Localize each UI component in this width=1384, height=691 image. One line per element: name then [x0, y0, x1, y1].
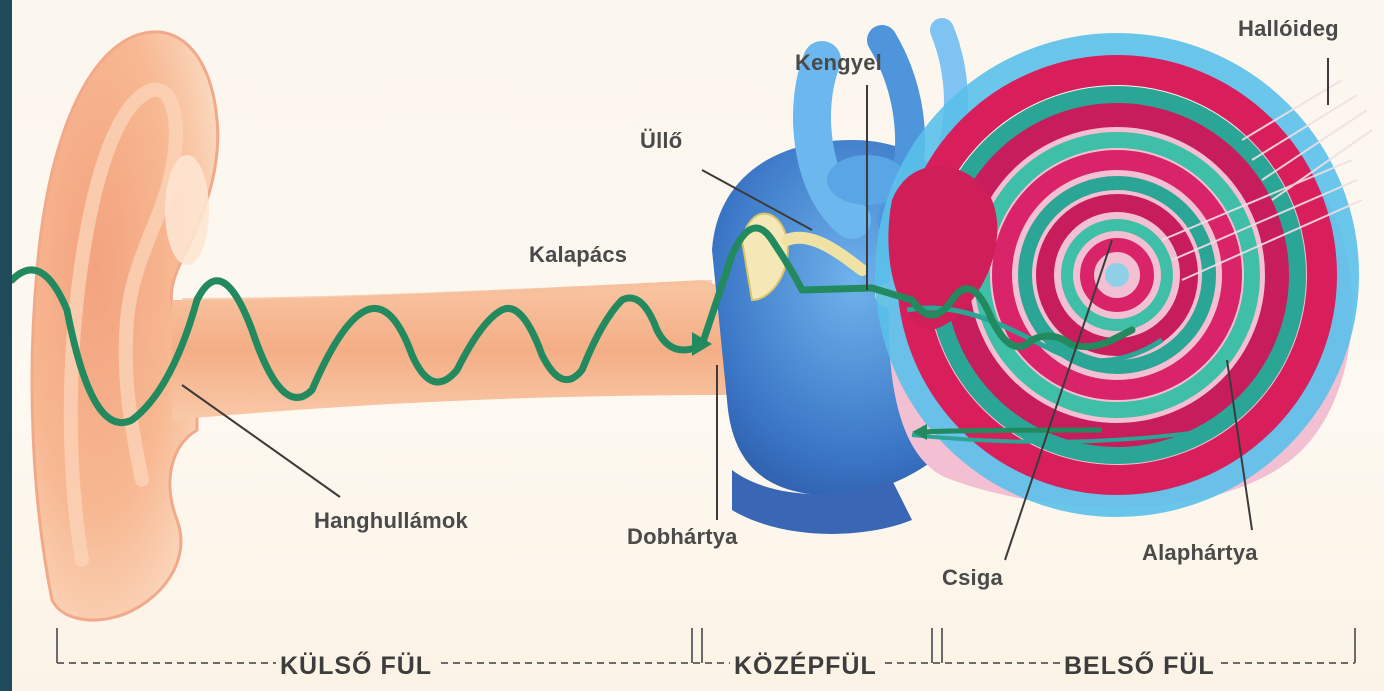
label-ullo: Üllő — [640, 128, 682, 154]
section-inner-ear: BELSŐ FÜL — [1060, 652, 1219, 681]
label-alaphartya: Alaphártya — [1142, 540, 1258, 566]
label-kalapacs: Kalapács — [529, 242, 627, 268]
ear-anatomy-diagram: Kengyel Hallóideg Üllő Kalapács Hanghull… — [12, 0, 1384, 691]
label-kengyel: Kengyel — [795, 50, 882, 76]
label-csiga: Csiga — [942, 565, 1003, 591]
label-dobhartya: Dobhártya — [627, 524, 738, 550]
diagram-graphic — [12, 0, 1384, 691]
label-halloideg: Hallóideg — [1238, 16, 1339, 42]
cochlea — [887, 45, 1352, 507]
section-middle-ear: KÖZÉPFÜL — [730, 652, 881, 681]
section-outer-ear: KÜLSŐ FÜL — [276, 652, 436, 681]
label-hanghullamok: Hanghullámok — [314, 508, 468, 534]
